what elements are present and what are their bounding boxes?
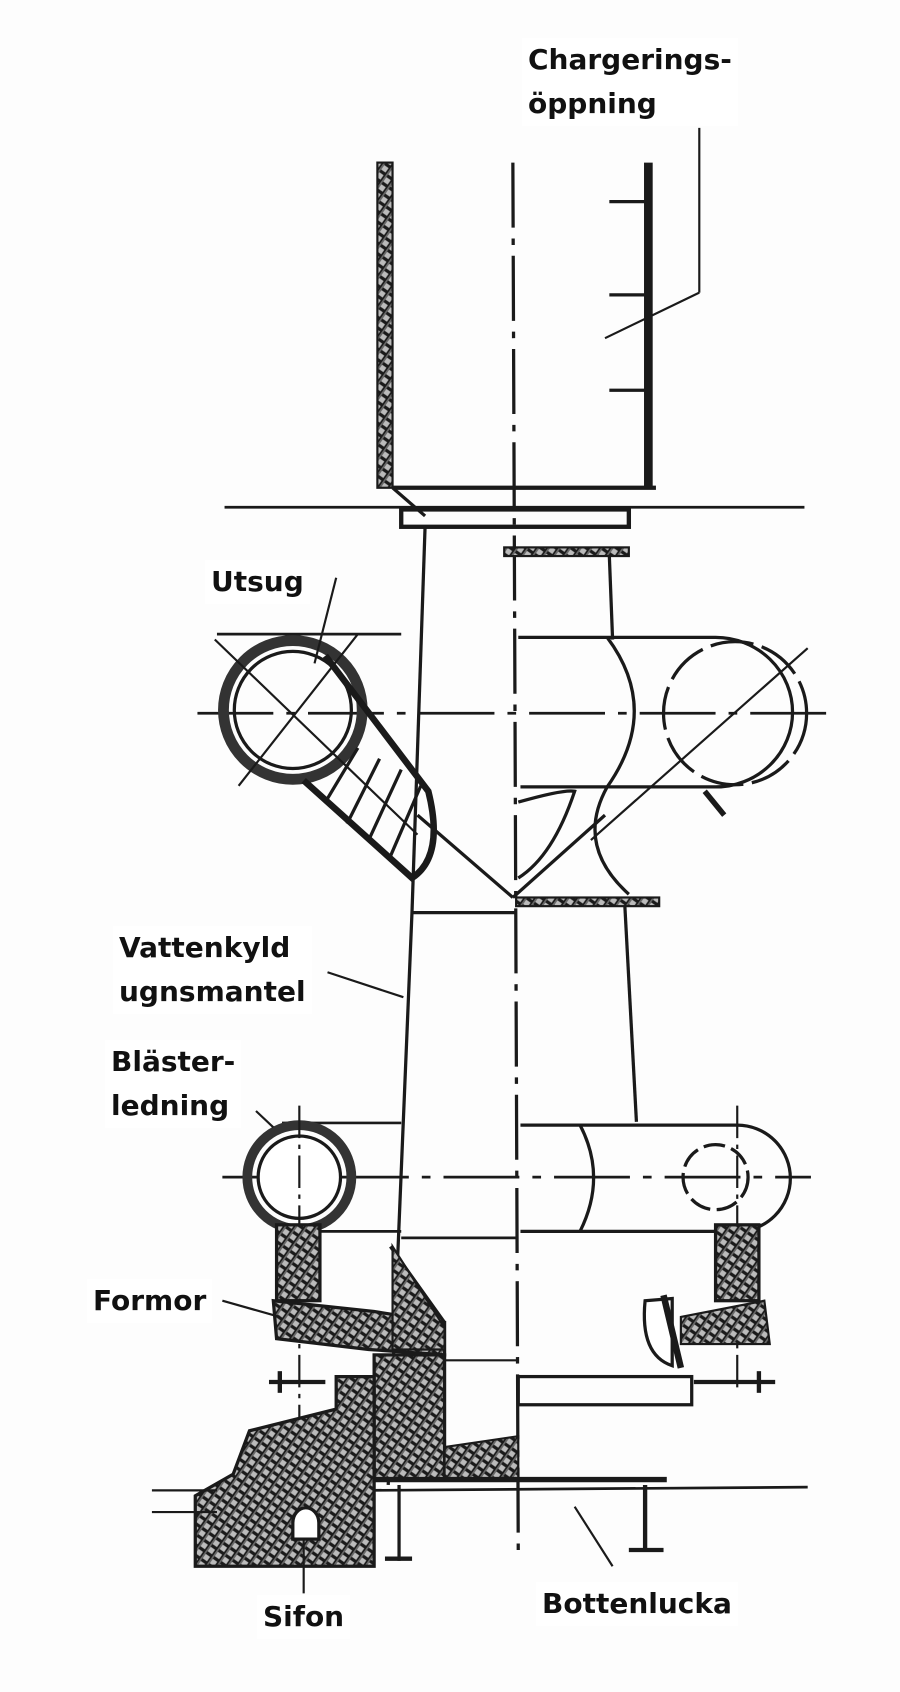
shell-leader (327, 971, 404, 999)
label-charging-opening-line2: öppning (528, 87, 657, 120)
label-blast-line2: ledning (111, 1089, 230, 1122)
label-water-cooled-line2: ugnsmantel (119, 975, 306, 1008)
exhaust-duct (197, 577, 830, 896)
label-water-cooled-shell: Vattenkyld ugnsmantel (113, 926, 312, 1014)
hearth (151, 1242, 808, 1594)
label-tuyeres: Formor (87, 1279, 213, 1323)
bottom-hatch-leader (573, 1506, 614, 1567)
label-blast-line1: Bläster- (111, 1045, 236, 1078)
label-charging-opening-line1: Chargerings- (528, 43, 732, 76)
label-charging-opening: Chargerings- öppning (522, 38, 738, 126)
label-bottom-hatch: Bottenlucka (536, 1582, 738, 1626)
center-line (511, 162, 520, 1561)
label-water-cooled-line1: Vattenkyld (119, 931, 291, 964)
chimney (224, 161, 805, 558)
label-blast-pipe: Bläster- ledning (105, 1040, 242, 1128)
label-siphon: Sifon (257, 1595, 351, 1639)
label-exhaust: Utsug (205, 560, 310, 604)
